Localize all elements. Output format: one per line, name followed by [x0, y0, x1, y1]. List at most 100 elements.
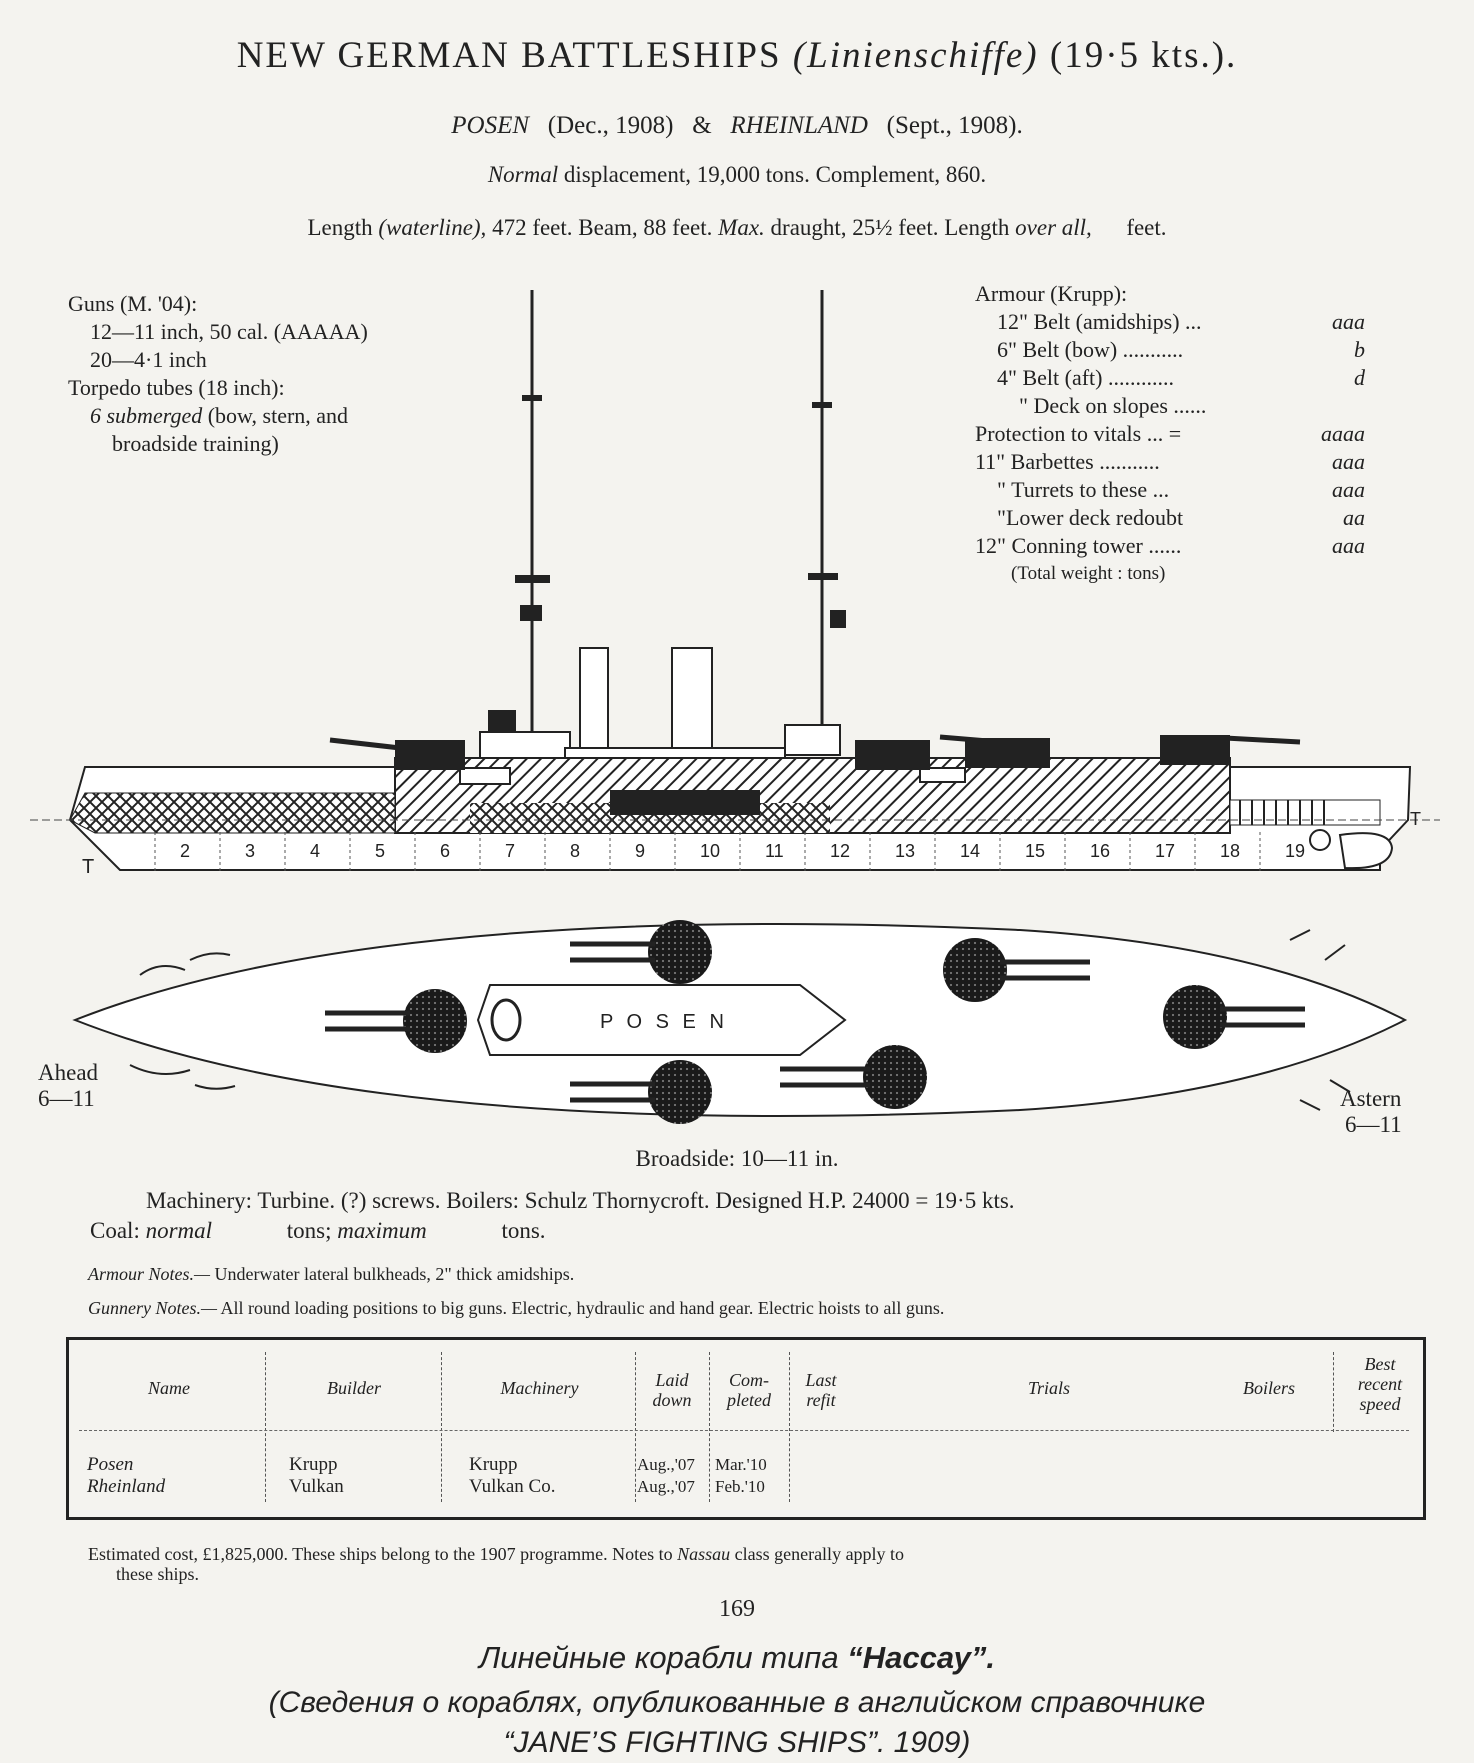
- waterline-label: (waterline),: [378, 215, 487, 240]
- deck-superstructure: [476, 984, 847, 1056]
- cell-machinery: Krupp Vulkan Co.: [469, 1454, 555, 1498]
- th-best-1: Best: [1364, 1354, 1396, 1374]
- torpedo-line2: broadside training): [112, 431, 279, 456]
- draught-text: draught, 25½ feet. Length: [770, 215, 1010, 240]
- displacement-label: Normal: [487, 162, 559, 187]
- frame-label: 10: [700, 841, 720, 861]
- russian-caption-2: (Сведения о кораблях, опубликованные в а…: [0, 1683, 1474, 1763]
- coal-tons2: tons.: [501, 1218, 546, 1243]
- armour-row-grade: aa: [1343, 505, 1365, 530]
- frame-label: 3: [245, 841, 255, 861]
- conning-tower-plan: [490, 998, 522, 1042]
- armour-notes: Armour Notes.— Underwater lateral bulkhe…: [88, 1257, 1418, 1291]
- frame-label: 8: [570, 841, 580, 861]
- title-speed: (19·5 kts.).: [1049, 35, 1238, 76]
- ru-caption-text: Линейные корабли типа: [479, 1640, 839, 1675]
- frame-label: 12: [830, 841, 850, 861]
- th-comp-2: pleted: [727, 1390, 771, 1410]
- belt-dark: [610, 790, 760, 815]
- armour-row: " Turrets to these ...aaa: [975, 476, 1365, 504]
- ship1-date: (Dec., 1908): [547, 112, 674, 139]
- ru-caption-line3: “JANE’S FIGHTING SHIPS”. 1909): [503, 1726, 971, 1759]
- stern-belt: [1229, 799, 1381, 826]
- ship2-date: (Sept., 1908).: [886, 112, 1023, 139]
- col-divider: [265, 1352, 266, 1502]
- th-completed: Com- pleted: [711, 1370, 787, 1410]
- armour-row-label: Protection to vitals ... =: [975, 421, 1182, 446]
- cost-text: Estimated cost, £1,825,000. These ships …: [88, 1544, 673, 1564]
- col-divider: [1333, 1352, 1334, 1432]
- armour-row-label: 4" Belt (aft) ............: [997, 365, 1174, 390]
- coal-maximum: maximum: [337, 1218, 427, 1243]
- frame-label: 4: [310, 841, 320, 861]
- fore-mast: [515, 290, 550, 750]
- length-label: Length: [307, 215, 373, 240]
- guns-block: Guns (M. '04): 12—11 inch, 50 cal. (AAAA…: [68, 290, 368, 458]
- ahead-label: Ahead: [38, 1060, 99, 1085]
- rudder: [1338, 832, 1394, 870]
- ship2-name: RHEINLAND: [730, 112, 868, 139]
- row2-builder: Vulkan: [289, 1476, 344, 1497]
- armour-row: 12" Belt (amidships) ... aaa: [975, 308, 1365, 336]
- ru-caption-ship: “Нассау”.: [847, 1640, 995, 1675]
- th-best-2: recent: [1357, 1374, 1403, 1394]
- coal-line: Coal: normal tons; maximum tons.: [90, 1216, 1420, 1246]
- page-number: 169: [719, 1596, 755, 1622]
- dimensions-line: Length (waterline), 472 feet. Beam, 88 f…: [0, 215, 1474, 241]
- armour-row-label: 12" Belt (amidships) ...: [997, 309, 1202, 334]
- stern-belt-marks: [1239, 800, 1325, 825]
- th-refit-2: refit: [806, 1390, 836, 1410]
- th-builder: Builder: [327, 1378, 381, 1398]
- cell-completed: Mar.'10 Feb.'10: [715, 1454, 767, 1498]
- armour-row: 6" Belt (bow) ...........b: [975, 336, 1365, 364]
- plan-turrets: [325, 920, 1305, 1124]
- notes-block: Armour Notes.— Underwater lateral bulkhe…: [88, 1257, 1418, 1325]
- th-comp-1: Com-: [729, 1370, 769, 1390]
- armour-row-grade: aaaa: [1321, 421, 1365, 446]
- armour-row-grade: aaa: [1332, 477, 1365, 502]
- th-refit: Last refit: [791, 1370, 851, 1410]
- screw: [1309, 829, 1331, 851]
- th-trials: Trials: [1027, 1378, 1071, 1398]
- ahead-guns: 6—11: [38, 1086, 95, 1111]
- torpedo-line1: 6 submerged (bow, stern, and: [68, 402, 368, 430]
- frame-label: 18: [1220, 841, 1240, 861]
- title-paren: (Linienschiffe): [792, 35, 1039, 76]
- armour-notes-label: Armour Notes.—: [88, 1264, 211, 1284]
- col-divider: [789, 1352, 790, 1502]
- gunnery-notes: Gunnery Notes.— All round loading positi…: [88, 1291, 1418, 1325]
- cell-name: Posen Rheinland: [87, 1454, 165, 1498]
- frame-label: 16: [1090, 841, 1110, 861]
- torpedo-title: Torpedo tubes (18 inch):: [68, 375, 285, 400]
- cost-line: Estimated cost, £1,825,000. These ships …: [88, 1544, 1418, 1564]
- armour-title: Armour (Krupp):: [975, 281, 1128, 306]
- header-divider: [79, 1430, 1409, 1431]
- guns-line1: 12—11 inch, 50 cal. (AAAAA): [90, 319, 368, 344]
- frame-label: 19: [1285, 841, 1305, 861]
- gunnery-notes-label: Gunnery Notes.—: [88, 1298, 217, 1318]
- frame-label: 9: [635, 841, 645, 861]
- russian-caption-1: Линейные корабли типа “Нассау”.: [0, 1640, 1474, 1676]
- t-mark-stern: T: [1410, 809, 1421, 829]
- displacement-text: displacement, 19,000 tons. Complement, 8…: [563, 162, 987, 187]
- th-boilers: Boilers: [1243, 1378, 1295, 1398]
- armour-row-grade: aaa: [1332, 449, 1365, 474]
- draught-label: Max.: [718, 215, 765, 240]
- title-main: NEW GERMAN BATTLESHIPS: [236, 35, 782, 76]
- frame-label: 7: [505, 841, 515, 861]
- frame-label: 15: [1025, 841, 1045, 861]
- armour-row: " Deck on slopes ......: [975, 392, 1365, 420]
- armour-row-grade: aaa: [1332, 309, 1365, 334]
- th-best-3: speed: [1359, 1394, 1401, 1414]
- funnel-fore: [579, 647, 609, 749]
- armour-total: (Total weight : tons): [1011, 563, 1166, 584]
- row2-name: Rheinland: [87, 1476, 166, 1497]
- armour-row: Protection to vitals ... = aaaa: [975, 420, 1365, 448]
- armour-row: 4" Belt (aft) ............d: [975, 364, 1365, 392]
- row1-builder: Krupp: [289, 1454, 338, 1475]
- armour-row: 11" Barbettes ...........aaa: [975, 448, 1365, 476]
- col-divider: [635, 1352, 636, 1502]
- main-mast: [808, 290, 846, 740]
